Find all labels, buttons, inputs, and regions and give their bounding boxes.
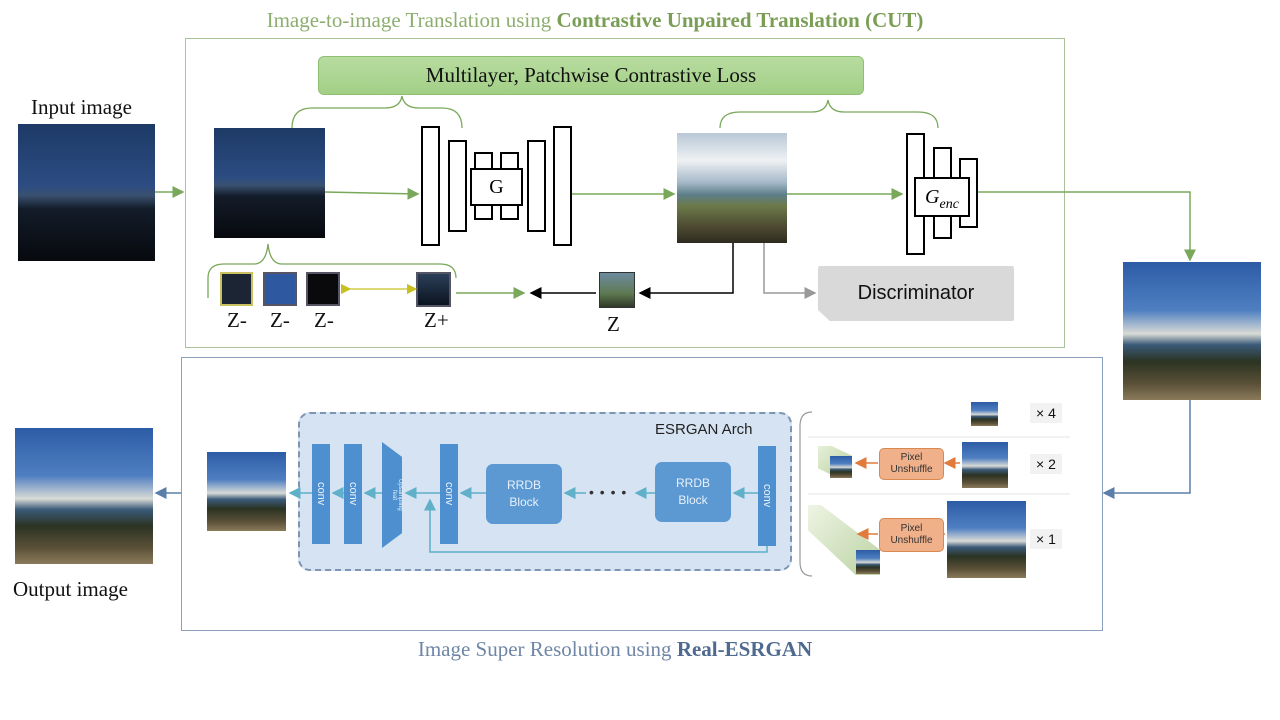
negative-patch-1 xyxy=(220,272,253,306)
input-image-label: Input image xyxy=(31,95,132,119)
cut-output-image xyxy=(1123,262,1261,400)
conv-block: conv xyxy=(312,444,330,544)
scale1-image xyxy=(947,501,1026,578)
negative-patch-3 xyxy=(306,272,340,306)
sr-result-image xyxy=(207,452,286,531)
z-pos-label: Z+ xyxy=(424,308,449,332)
esrgan-arch-title: ESRGAN Arch xyxy=(655,421,753,438)
sr-title: Image Super Resolution using Real-ESRGAN xyxy=(417,637,813,661)
conv-block: conv xyxy=(344,444,362,544)
z-neg-label-1: Z- xyxy=(227,308,247,332)
query-patch xyxy=(599,272,635,308)
z-neg-label-2: Z- xyxy=(270,308,290,332)
conv-block: conv xyxy=(758,446,776,546)
encoder-label: Genc xyxy=(914,177,970,217)
scale2-label: × 2 xyxy=(1030,454,1062,474)
output-image xyxy=(15,428,153,564)
upsampling-block xyxy=(382,442,402,548)
generator-layer xyxy=(448,140,467,232)
negative-patch-2 xyxy=(263,272,297,306)
tensor-face-x1 xyxy=(856,550,880,574)
cut-title: Image-to-image Translation using Contras… xyxy=(266,8,924,32)
tensor-face-x2 xyxy=(830,456,852,478)
upsampling-label: Upsampling feat xyxy=(391,479,403,511)
generator-label: G xyxy=(470,168,523,206)
output-image-label: Output image xyxy=(13,577,128,601)
scale4-label: × 4 xyxy=(1030,403,1062,423)
generator-layer xyxy=(421,126,440,246)
contrastive-loss-box: Multilayer, Patchwise Contrastive Loss xyxy=(318,56,864,95)
scale1-label: × 1 xyxy=(1030,529,1062,549)
generator-layer xyxy=(553,126,572,246)
cut-section-box xyxy=(185,38,1065,348)
input-image xyxy=(18,124,155,261)
cut-input-image xyxy=(214,128,325,238)
z-neg-label-3: Z- xyxy=(314,308,334,332)
discriminator-box: Discriminator xyxy=(818,266,1014,321)
scale2-image xyxy=(962,442,1008,488)
generator-layer xyxy=(527,140,546,232)
conv-block: conv xyxy=(440,444,458,544)
ellipsis-dots: • • • • xyxy=(589,484,628,500)
z-label: Z xyxy=(607,312,620,336)
translated-image xyxy=(677,133,787,243)
scale4-image xyxy=(971,402,998,426)
